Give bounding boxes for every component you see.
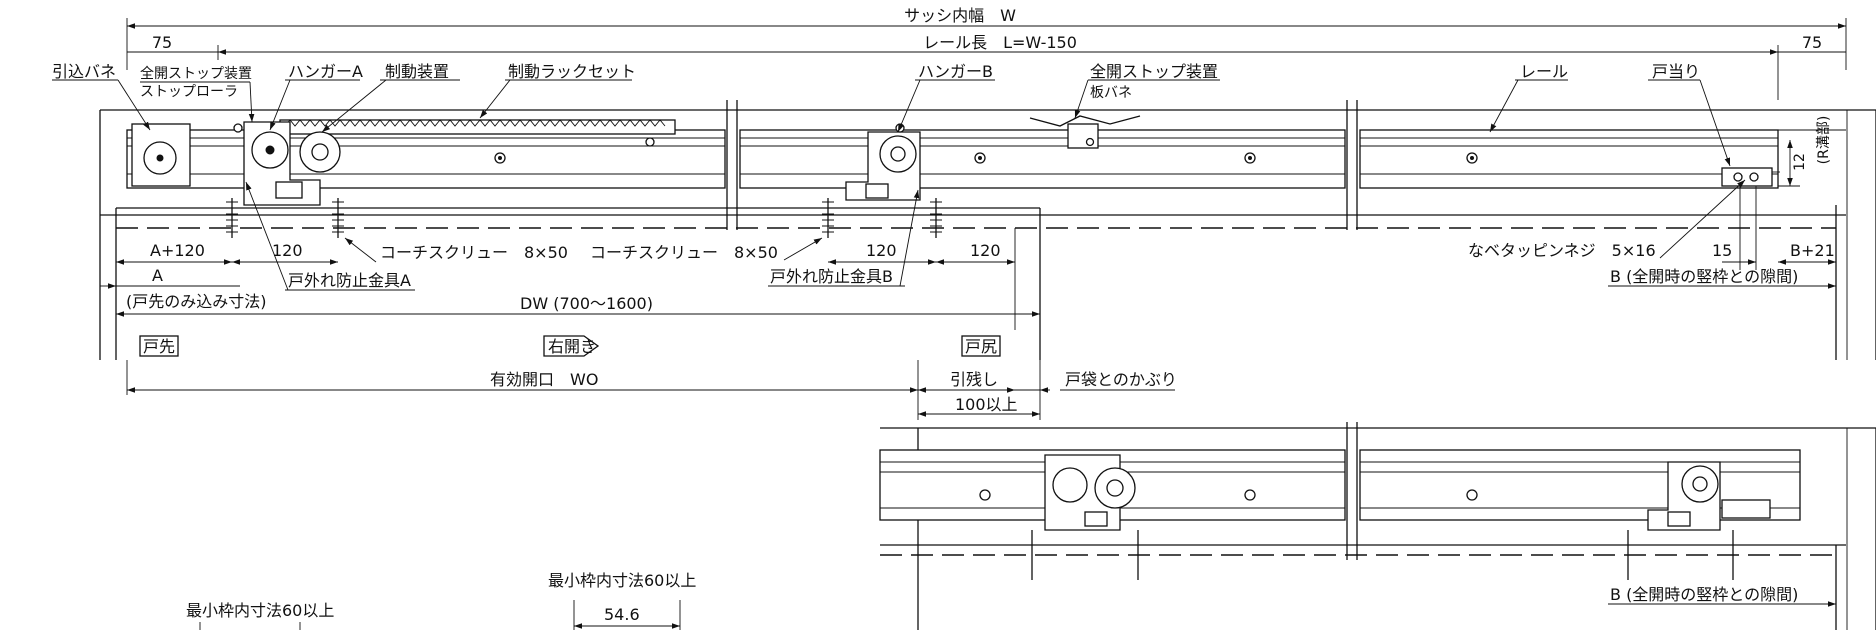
callouts-upper: 引込バネ 全開ストップ装置 ストップローラ ハンガーA 制動装置 制動ラックセッ… (52, 62, 1846, 187)
full-stop-device-label: 全開ストップ装置 (140, 65, 252, 82)
door-tip-tag: 戸先 (143, 337, 175, 356)
dims-opening-row: 有効開口 WO 引残し 戸袋とのかぶり 100以上 (126, 360, 1177, 420)
rail-length-label: レール長 L=W-150 (923, 33, 1077, 52)
door-tail-tag: 戸尻 (965, 337, 997, 356)
min-frame-2-label: 最小枠内寸法60以上 (548, 571, 696, 590)
b-clearance-1-label: B (全開時の竪枠との隙間) (1610, 267, 1798, 286)
groove-note: (R溝部) (1816, 116, 1832, 165)
hanger-b-label: ハンガーB (918, 62, 993, 81)
full-stop-device-2-label: 全開ストップ装置 (1090, 62, 1218, 81)
dim-15: 15 (1712, 241, 1732, 260)
dim-a120: A+120 (150, 241, 205, 260)
rail (126, 129, 1779, 189)
b-clearance-2-label: B (全開時の竪枠との隙間) (1610, 585, 1798, 604)
pull-spring-unit (131, 123, 250, 187)
brake-device-label: 制動装置 (385, 62, 449, 81)
dim-b21: B+21 (1790, 241, 1835, 260)
rail-screws (494, 152, 1478, 164)
door-stopper (1721, 167, 1780, 187)
full-stop-leaf-spring (1029, 115, 1141, 149)
top-dimensions: サッシ内幅 W 75 レール長 L=W-150 75 (126, 6, 1847, 100)
dim-120-c: 120 (970, 241, 1001, 260)
hanger-a-closed (1031, 454, 1139, 580)
dim-120-b: 120 (866, 241, 897, 260)
right-jamb (1835, 110, 1876, 360)
leaf-spring-label: 板バネ (1090, 85, 1132, 101)
dim-100: 100以上 (955, 395, 1018, 414)
pan-screw-label: なベタッピンネジ 5×16 (1468, 241, 1656, 260)
min-frame-1-label: 最小枠内寸法60以上 (186, 601, 334, 620)
door-stopper-label: 戸当り (1652, 62, 1700, 81)
door-tip-note: (戸先のみ込み寸法) (126, 292, 267, 311)
dim-75-right: 75 (1802, 33, 1822, 52)
upper-rail-assembly (99, 100, 1876, 360)
door-tags: 戸先 右開き 戸尻 (139, 335, 1001, 357)
effective-opening-label: 有効開口 WO (490, 370, 598, 389)
hanger-a-label: ハンガーA (288, 62, 363, 81)
stop-roller-label: ストップローラ (140, 84, 238, 100)
dim-a: A (152, 266, 163, 285)
brake-rack-label: 制動ラックセット (508, 62, 636, 81)
dims-hanger-row: A+120 120 コーチスクリュー 8×50 コーチスクリュー 8×50 12… (116, 179, 1836, 270)
right-open-tag: 右開き (548, 337, 596, 356)
dim-120-a: 120 (272, 241, 303, 260)
coach-screws (226, 198, 942, 238)
dim-75-left: 75 (152, 33, 172, 52)
min-frame-notes: 最小枠内寸法60以上 54.6 最小枠内寸法60以上 (186, 571, 696, 630)
sash-width-label: サッシ内幅 W (904, 6, 1016, 25)
dims-dw-row: DW (700〜1600) (116, 294, 1040, 317)
dw-range-label: DW (700〜1600) (520, 294, 653, 313)
pull-spring-label: 引込バネ (52, 62, 116, 81)
dims-a-row: A (戸先のみ込み寸法) 戸外れ防止金具A 戸外れ防止金具B B (全開時の竪枠… (100, 181, 1836, 311)
pocket-overlap-label: 戸袋とのかぶり (1065, 370, 1177, 389)
hanger-b-closed (1627, 461, 1771, 580)
anti-drop-a-label: 戸外れ防止金具A (288, 271, 411, 290)
coach-screw-1-label: コーチスクリュー 8×50 (380, 243, 568, 262)
hanger-a (233, 121, 341, 206)
coach-screw-2-label: コーチスクリュー 8×50 (590, 243, 778, 262)
pull-remain-label: 引残し (950, 370, 998, 389)
rail-label: レール (1520, 62, 1568, 81)
dim-54-6: 54.6 (604, 605, 640, 624)
dim-12: 12 (1792, 153, 1808, 171)
lower-rail-assembly: B (全開時の竪枠との隙間) (879, 422, 1876, 630)
anti-drop-b-label: 戸外れ防止金具B (770, 267, 893, 286)
